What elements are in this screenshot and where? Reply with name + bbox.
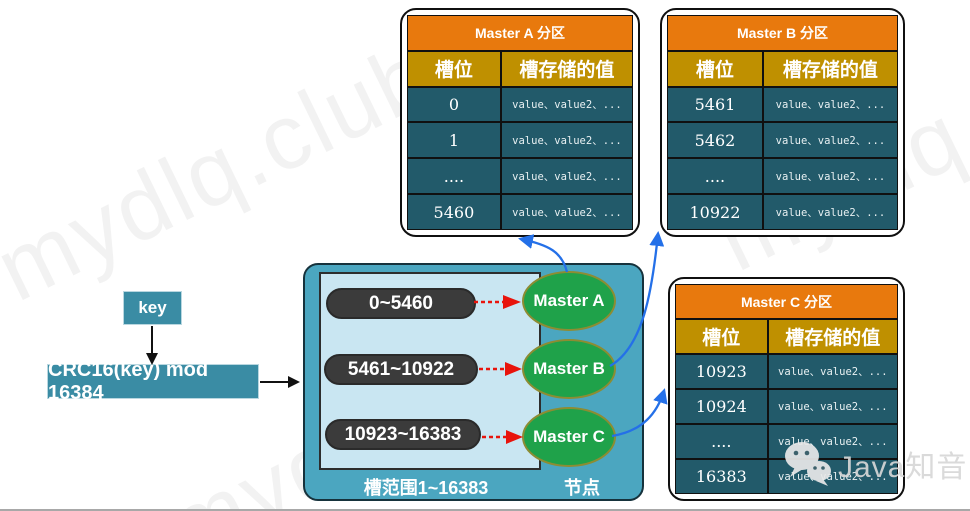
column-header-value: 槽存储的值 (763, 51, 897, 86)
slot-range-pill-b: 5461~10922 (324, 354, 478, 385)
table-cell-slot: .... (408, 159, 500, 194)
table-title: Master A 分区 (408, 16, 632, 50)
table-cell-value: value、value2、... (763, 159, 897, 194)
table-cell-value: value、value2、... (763, 123, 897, 158)
table-cell-slot: 5462 (668, 123, 762, 158)
column-header-value: 槽存储的值 (501, 51, 632, 86)
table-cell-slot: 10923 (676, 355, 767, 388)
partition-table-b: Master B 分区 槽位 槽存储的值 5461 value、value2、.… (660, 8, 905, 237)
slot-range-caption: 槽范围1~16383 (363, 478, 489, 498)
node-master-c: Master C (522, 407, 616, 467)
table-title: Master B 分区 (668, 16, 897, 50)
table-cell-slot: 5460 (408, 195, 500, 229)
table-cell-value: value、value2、... (501, 87, 632, 122)
column-header-slot: 槽位 (408, 51, 500, 86)
table-cell-slot: .... (668, 159, 762, 194)
slot-range-pill-a: 0~5460 (326, 288, 476, 319)
table-cell-value: value、value2、... (768, 460, 897, 493)
table-title: Master C 分区 (676, 285, 897, 318)
partition-table-c: Master C 分区 槽位 槽存储的值 10923 value、value2、… (668, 277, 905, 501)
table-cell-slot: .... (676, 425, 767, 458)
slot-range-pill-c: 10923~16383 (325, 419, 481, 450)
key-box: key (123, 291, 182, 325)
bottom-divider (0, 509, 970, 511)
node-master-b: Master B (522, 339, 616, 399)
column-header-slot: 槽位 (676, 320, 767, 353)
table-grid: Master C 分区 槽位 槽存储的值 10923 value、value2、… (675, 284, 898, 494)
table-cell-slot: 10924 (676, 390, 767, 423)
table-cell-value: value、value2、... (768, 355, 897, 388)
column-header-slot: 槽位 (668, 51, 762, 86)
table-cell-slot: 16383 (676, 460, 767, 493)
table-grid: Master A 分区 槽位 槽存储的值 0 value、value2、... … (407, 15, 633, 230)
table-cell-slot: 5461 (668, 87, 762, 122)
table-cell-slot: 10922 (668, 195, 762, 229)
arrowhead-formula-to-cluster (288, 376, 300, 388)
nodes-caption: 节点 (564, 478, 600, 498)
table-cell-value: value、value2、... (768, 390, 897, 423)
node-master-a: Master A (522, 271, 616, 331)
table-cell-value: value、value2、... (763, 87, 897, 122)
table-cell-value: value、value2、... (501, 159, 632, 194)
table-cell-value: value、value2、... (501, 123, 632, 158)
table-cell-value: value、value2、... (501, 195, 632, 229)
table-cell-slot: 1 (408, 123, 500, 158)
partition-table-a: Master A 分区 槽位 槽存储的值 0 value、value2、... … (400, 8, 640, 237)
crc16-formula-box: CRC16(key) mod 16384 (47, 359, 259, 404)
column-header-value: 槽存储的值 (768, 320, 897, 353)
slot-range-panel: 0~5460 5461~10922 10923~16383 (319, 272, 541, 470)
table-grid: Master B 分区 槽位 槽存储的值 5461 value、value2、.… (667, 15, 898, 230)
table-cell-value: value、value2、... (763, 195, 897, 229)
table-cell-value: value、value2、... (768, 425, 897, 458)
table-cell-slot: 0 (408, 87, 500, 122)
